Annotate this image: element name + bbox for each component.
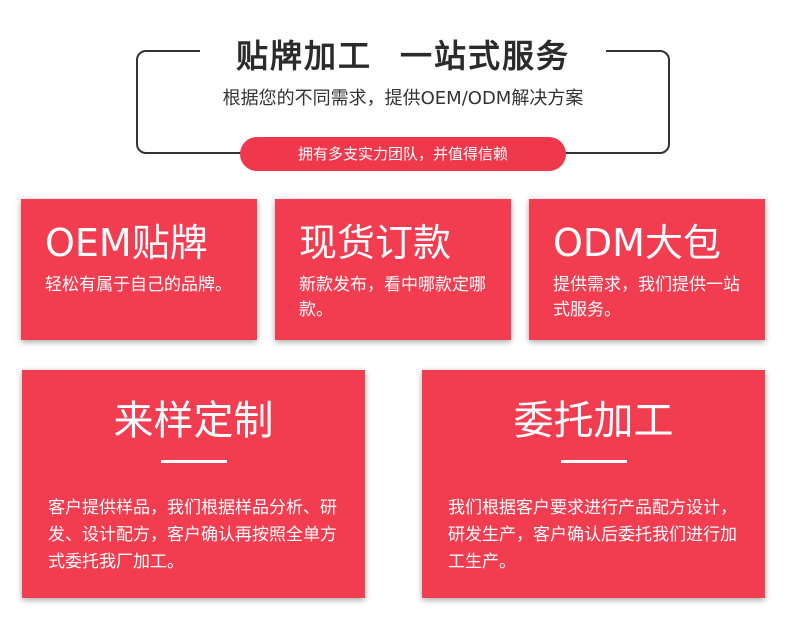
card-stock-order: 现货订款 新款发布，看中哪款定哪款。 bbox=[275, 199, 511, 340]
card-title: ODM大包 bbox=[553, 221, 721, 265]
card-sample-customization: 来样定制 客户提供样品，我们根据样品分析、研发、设计配方，客户确认再按照全单方式… bbox=[22, 370, 365, 598]
card-text: 新款发布，看中哪款定哪款。 bbox=[299, 275, 486, 320]
page-subtitle: 根据您的不同需求，提供OEM/ODM解决方案 bbox=[222, 88, 584, 109]
card-text: 提供需求，我们提供一站式服务。 bbox=[553, 275, 740, 320]
card-divider bbox=[560, 460, 627, 463]
card-title: 现货订款 bbox=[299, 221, 452, 265]
page-title-left: 贴牌加工 bbox=[235, 37, 372, 75]
card-contract-processing: 委托加工 我们根据客户要求进行产品配方设计，研发生产，客户确认后委托我们进行加工… bbox=[422, 370, 765, 598]
card-title: OEM贴牌 bbox=[45, 221, 208, 265]
trust-badge: 拥有多支实力团队，并值得信赖 bbox=[240, 137, 566, 171]
page-title: 贴牌加工一站式服务 bbox=[200, 36, 606, 76]
card-odm: ODM大包 提供需求，我们提供一站式服务。 bbox=[529, 199, 765, 340]
page-title-right: 一站式服务 bbox=[400, 37, 571, 75]
card-text: 轻松有属于自己的品牌。 bbox=[45, 275, 232, 295]
card-oem: OEM贴牌 轻松有属于自己的品牌。 bbox=[21, 199, 257, 340]
card-title: 来样定制 bbox=[113, 398, 274, 444]
card-text: 客户提供样品，我们根据样品分析、研发、设计配方，客户确认再按照全单方式委托我厂加… bbox=[48, 498, 337, 572]
card-text: 我们根据客户要求进行产品配方设计，研发生产，客户确认后委托我们进行加工生产。 bbox=[448, 498, 737, 572]
card-divider bbox=[160, 460, 227, 463]
card-title: 委托加工 bbox=[513, 398, 674, 444]
